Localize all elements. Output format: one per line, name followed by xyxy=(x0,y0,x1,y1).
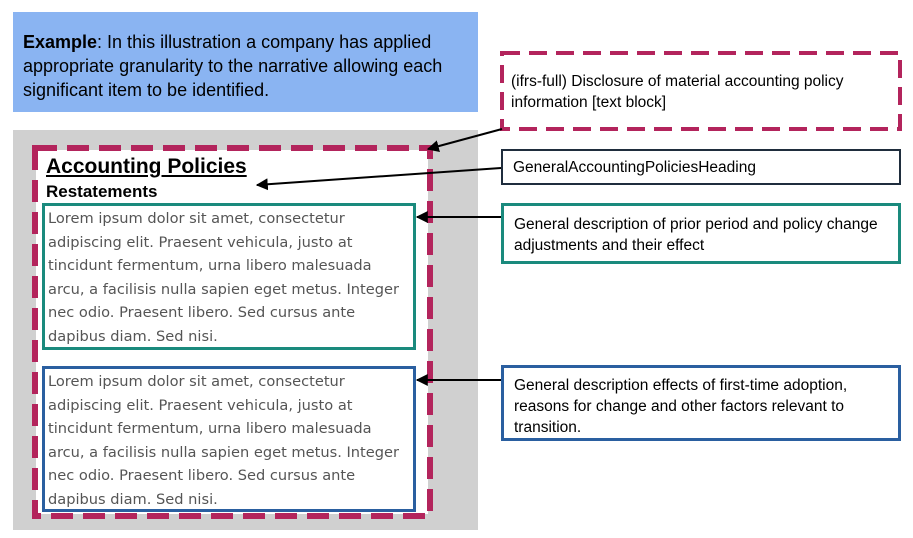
accounting-policies-heading: Accounting Policies xyxy=(46,155,247,178)
first-time-adoption-paragraph: Lorem ipsum dolor sit amet, consectetur … xyxy=(42,366,416,512)
heading-element-label: GeneralAccountingPoliciesHeading xyxy=(501,149,901,185)
restatements-subheading: Restatements xyxy=(46,182,158,201)
first-time-adoption-label: General description effects of first-tim… xyxy=(501,365,901,441)
ifrs-text-block-label: (ifrs-full) Disclosure of material accou… xyxy=(501,52,901,130)
example-text: : In this illustration a company has app… xyxy=(23,32,443,100)
prior-period-label: General description of prior period and … xyxy=(501,203,901,264)
example-callout: Example: In this illustration a company … xyxy=(13,12,478,112)
example-label: Example xyxy=(23,32,98,52)
prior-period-paragraph: Lorem ipsum dolor sit amet, consectetur … xyxy=(42,203,416,350)
